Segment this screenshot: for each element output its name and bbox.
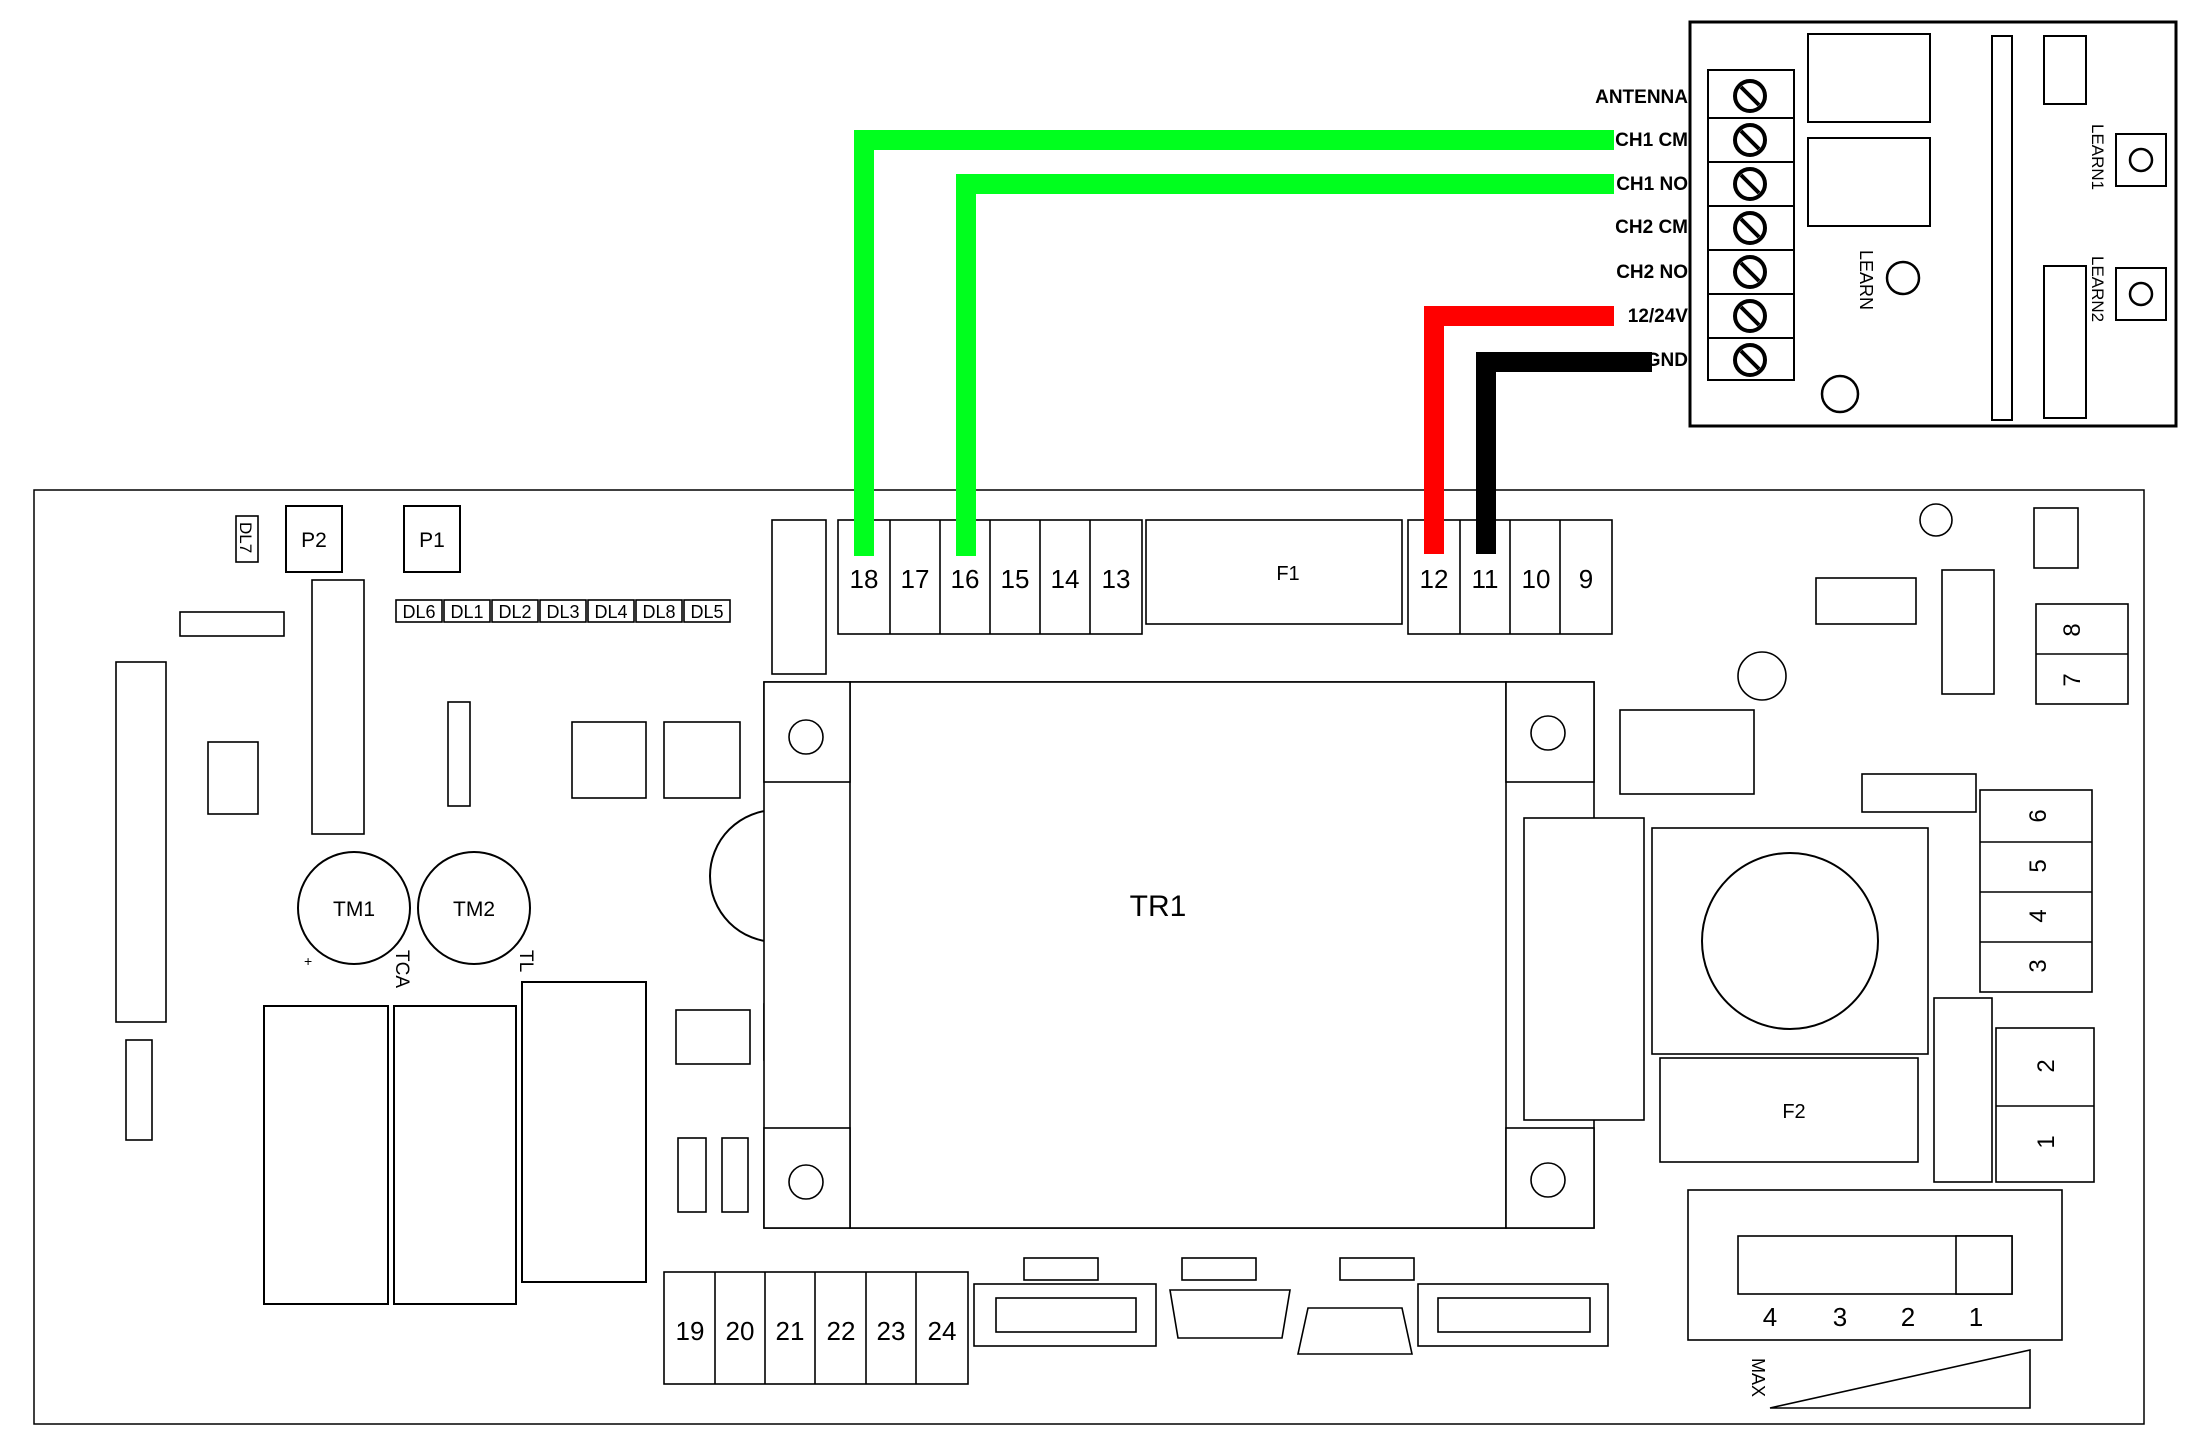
led-row: DL6 DL1 DL2 DL3 DL4 DL8 DL5 [395,599,731,623]
fuse-f1-label: F1 [1276,563,1299,585]
rx-terminal-gnd: GND [1646,350,1688,371]
learn1-label: LEARN1 [2088,124,2107,190]
rx-terminal-antenna: ANTENNA [1595,87,1688,108]
tr1-label: TR1 [1130,890,1187,923]
led-dl6: DL6 [402,602,435,622]
led-dl3: DL3 [546,602,579,622]
terminal-15: 15 [1001,564,1030,594]
wire-ch1-no-to-16 [956,174,1614,556]
terminal-17: 17 [901,564,930,594]
led-dl8: DL8 [642,602,675,622]
terminal-14: 14 [1051,564,1080,594]
dl7-label: DL7 [236,522,255,553]
learn-button [1885,260,1921,296]
terminal-1: 1 [2033,1135,2060,1148]
led-dl1: DL1 [450,602,483,622]
tca-label: TCA [391,950,412,988]
tm2-trimmer [417,851,531,965]
rx-terminal-ch1-no: CH1 NO [1616,174,1688,195]
terminal-21: 21 [776,1316,805,1346]
dip-4: 4 [1763,1302,1777,1332]
tm1-label: TM1 [333,898,375,921]
max-label: MAX [1748,1358,1768,1397]
receiver-module: ANTENNA CH1 CM CH1 NO CH2 CM CH2 NO 12/2… [1595,20,2178,428]
terminal-22: 22 [827,1316,856,1346]
wire-12-24v-to-12 [1424,306,1614,554]
terminal-block-left: 18 17 16 15 14 13 [837,519,1143,635]
led-dl5: DL5 [690,602,723,622]
terminal-16: 16 [951,564,980,594]
learn-label: LEARN [1856,250,1876,310]
wires [854,130,1652,556]
dip-1: 1 [1969,1302,1983,1332]
led-dl4: DL4 [594,602,627,622]
terminal-18: 18 [850,564,879,594]
terminal-11: 11 [1472,564,1499,594]
dip-switch: 4 3 2 1 [1687,1189,2063,1341]
learn2-label: LEARN2 [2088,256,2107,322]
receiver-screws [1708,79,1794,377]
p2-label: P2 [301,529,327,552]
tl-label: TL [515,950,536,972]
rx-terminal-ch2-no: CH2 NO [1616,262,1688,283]
terminal-3: 3 [2025,959,2052,972]
terminal-6: 6 [2025,809,2052,822]
terminal-23: 23 [877,1316,906,1346]
wire-ch1-cm-to-18 [854,130,1614,556]
tm1-trimmer [297,851,411,965]
max-wedge [1769,1349,2031,1409]
terminal-10: 10 [1522,564,1551,594]
rx-terminal-ch2-cm: CH2 CM [1615,217,1688,238]
terminal-block-bottom: 19 20 21 22 23 24 [663,1271,969,1385]
terminal-8: 8 [2059,623,2086,636]
terminal-12: 12 [1420,564,1449,594]
p1-label: P1 [419,529,445,552]
dip-3: 3 [1833,1302,1847,1332]
terminal-20: 20 [726,1316,755,1346]
terminal-5: 5 [2025,859,2052,872]
terminal-24: 24 [928,1316,957,1346]
dip-2: 2 [1901,1302,1915,1332]
tm1-plus: + [304,953,312,969]
terminal-13: 13 [1102,564,1131,594]
terminal-9: 9 [1579,564,1593,594]
control-board: DL7 P2 P1 DL6 DL1 DL2 DL3 DL4 DL8 DL5 [33,489,2145,1425]
terminal-2: 2 [2033,1059,2060,1072]
wire-gnd-to-11 [1476,352,1652,554]
rx-terminal-ch1-cm: CH1 CM [1615,130,1688,151]
tm2-label: TM2 [453,898,495,921]
terminal-19: 19 [676,1316,705,1346]
led-dl2: DL2 [498,602,531,622]
fuse-f2-label: F2 [1782,1101,1805,1123]
rx-terminal-12-24v: 12/24V [1628,306,1689,327]
terminal-4: 4 [2025,909,2052,922]
transformer-tr1: TR1 [763,681,1595,1229]
terminal-7: 7 [2059,673,2086,686]
